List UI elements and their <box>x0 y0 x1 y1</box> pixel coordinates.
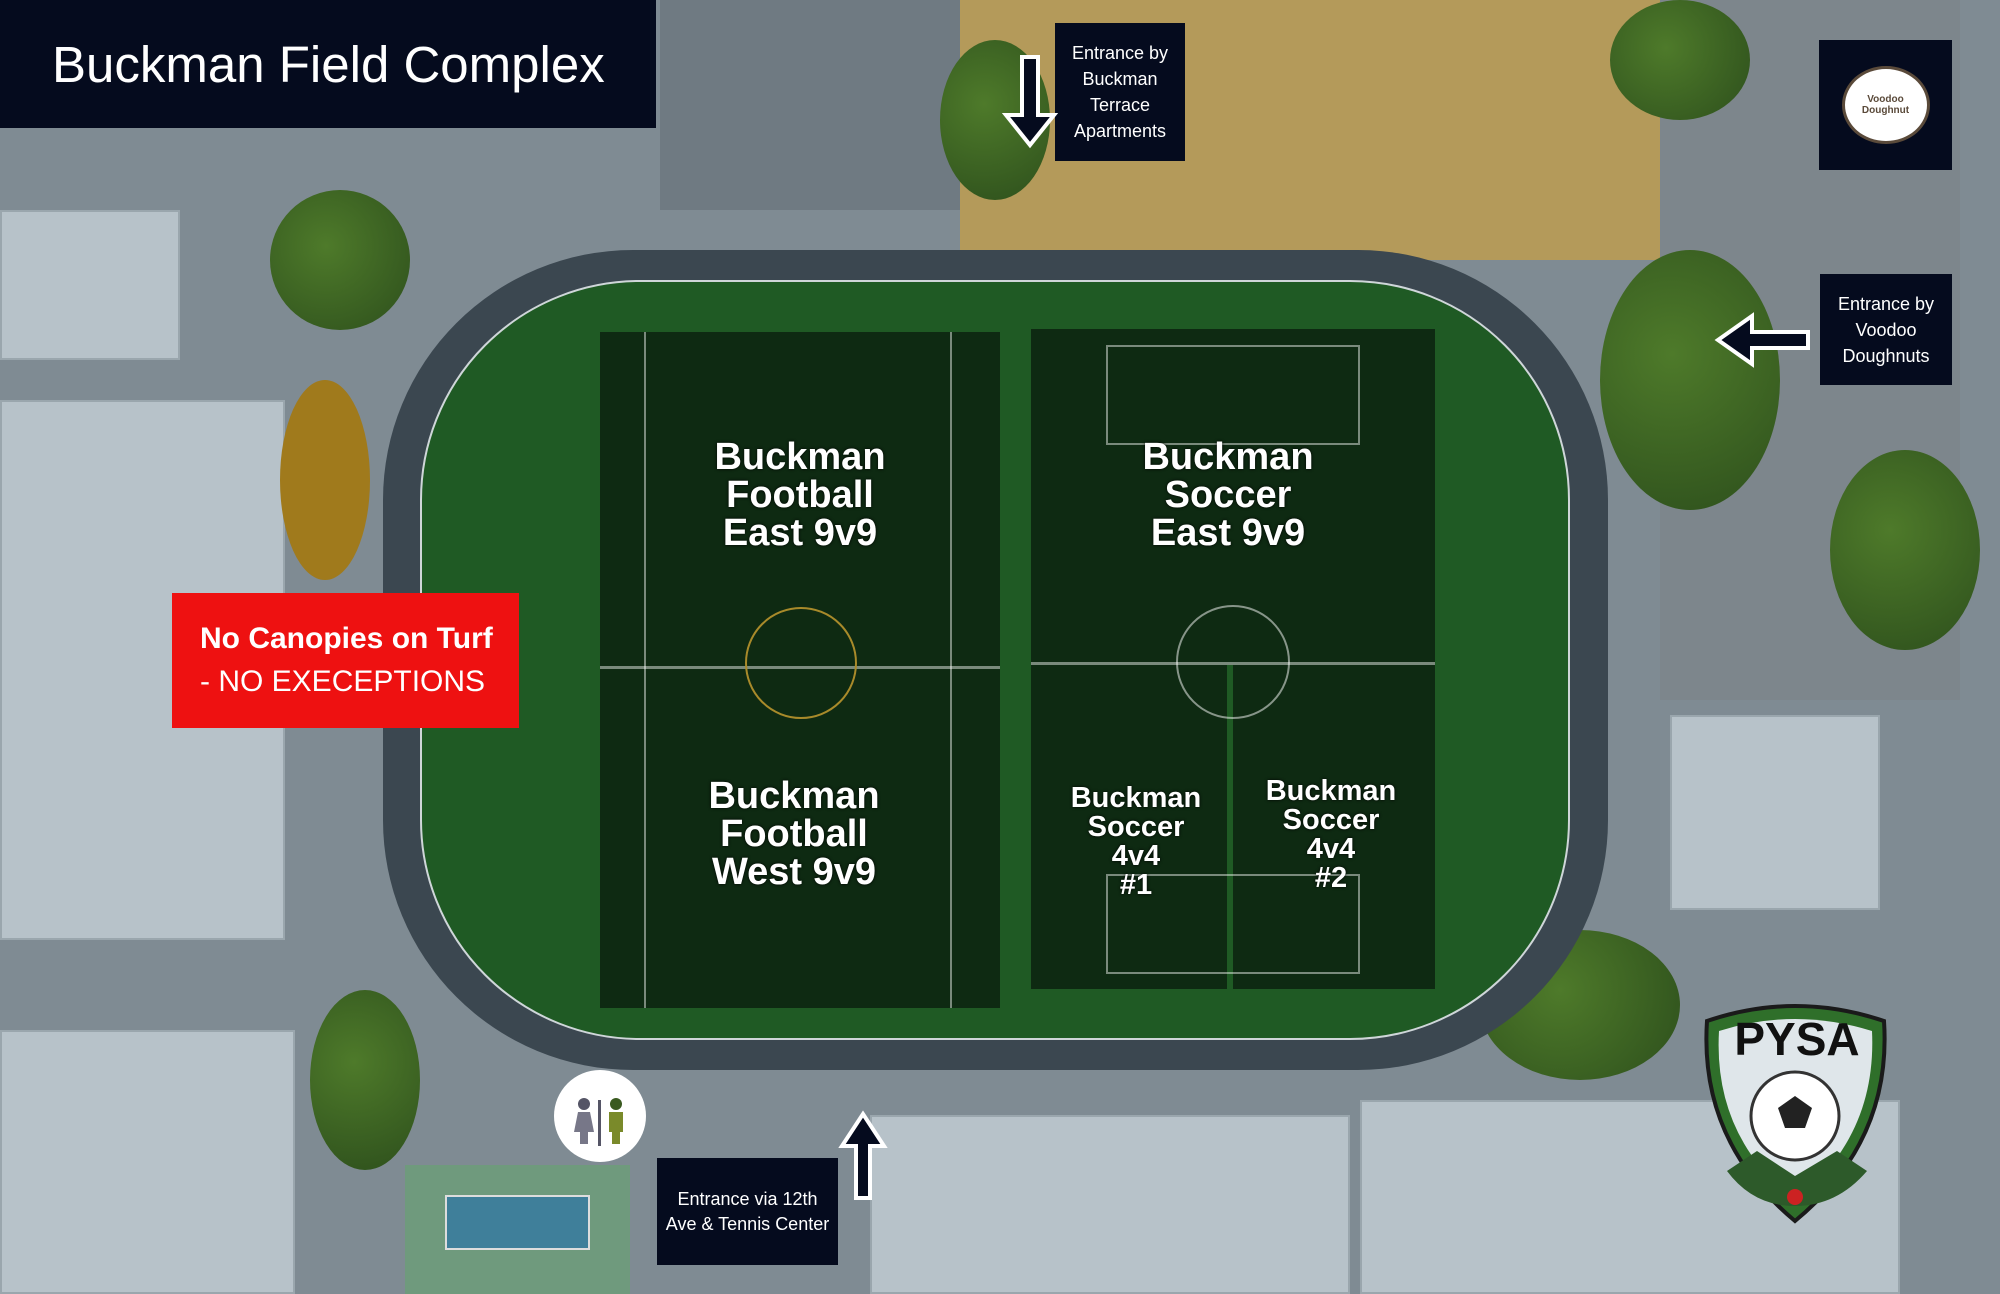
voodoo-doughnut-logo: Voodoo Doughnut <box>1819 40 1952 170</box>
tree <box>1830 450 1980 650</box>
page-title: Buckman Field Complex <box>52 35 605 93</box>
field-label-soccer-4v4-2: Buckman Soccer 4v4 #2 <box>1265 775 1397 894</box>
football-field-area[interactable] <box>600 332 1000 1008</box>
building-sw <box>0 1030 295 1294</box>
building-south <box>870 1115 1350 1294</box>
entrance-east-text: Entrance by Voodoo Doughnuts <box>1837 293 1935 366</box>
entrance-south-text: Entrance via 12th Ave & Tennis Center <box>665 1188 830 1234</box>
field-label-soccer-east: Buckman Soccer East 9v9 <box>1142 436 1314 554</box>
tree <box>1610 0 1750 120</box>
entrance-north-label: Entrance by Buckman Terrace Apartments <box>1055 23 1185 161</box>
entrance-east-label: Entrance by Voodoo Doughnuts <box>1820 274 1952 385</box>
entrance-south-label: Entrance via 12th Ave & Tennis Center <box>657 1158 838 1265</box>
tree <box>270 190 410 330</box>
building-nw <box>0 210 180 360</box>
no-canopies-notice: No Canopies on Turf - NO EXECEPTIONS <box>172 593 519 728</box>
tree <box>280 380 370 580</box>
restroom-icon <box>554 1070 646 1162</box>
arrow-down-icon <box>1001 55 1059 149</box>
notice-line-2: - NO EXECEPTIONS <box>200 665 486 698</box>
field-label-football-west: Buckman Football West 9v9 <box>708 775 880 893</box>
voodoo-logo-text: Voodoo Doughnut <box>1841 66 1930 144</box>
tree <box>1600 250 1780 510</box>
field-label-soccer-4v4-1: Buckman Soccer 4v4 #1 <box>1070 782 1202 901</box>
field-label-football-east: Buckman Football East 9v9 <box>714 436 886 554</box>
tennis-court <box>405 1165 630 1294</box>
notice-line-1: No Canopies on Turf <box>200 622 493 655</box>
arrow-up-icon <box>838 1110 888 1200</box>
tree <box>310 990 420 1170</box>
pysa-logo <box>1704 1004 1887 1224</box>
arrow-left-icon <box>1714 312 1810 368</box>
parking-lot <box>660 0 960 210</box>
pysa-logo-text: PYSA <box>1734 1013 1860 1065</box>
building-east <box>1670 715 1880 910</box>
entrance-north-text: Entrance by Buckman Terrace Apartments <box>1071 43 1169 141</box>
soccer-field-area[interactable] <box>1031 329 1435 989</box>
title-banner: Buckman Field Complex <box>0 0 656 128</box>
